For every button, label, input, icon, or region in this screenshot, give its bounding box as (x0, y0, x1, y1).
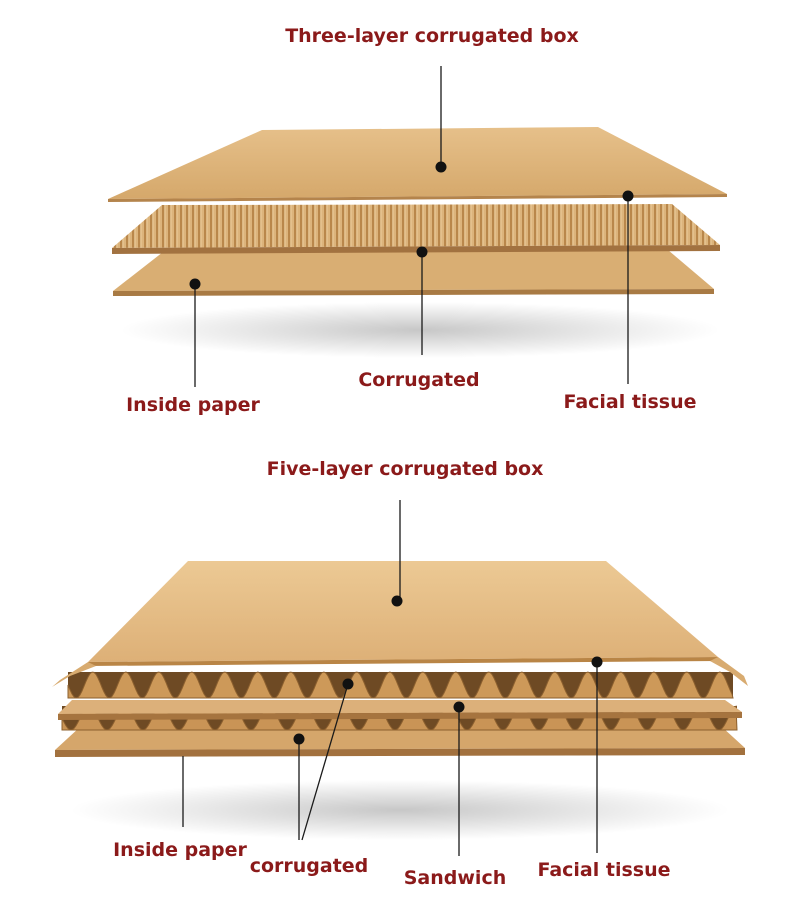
three-layer-facial-tissue-sheet (108, 127, 727, 202)
five-layer-facial-dot (591, 656, 603, 668)
three-layer-box-dot (435, 161, 447, 173)
three-layer-inside-dot (189, 278, 201, 290)
three-layer-corrugated-sheet (112, 204, 720, 254)
five-layer-title: Five-layer corrugated box (267, 458, 544, 480)
five-layer-facial-tissue-sheet (52, 561, 748, 687)
three-layer-facial-tissue-label: Facial tissue (563, 391, 696, 413)
three-layer-corrugated-dot (416, 246, 428, 258)
five-layer-shadow (70, 780, 730, 840)
five-layer-figure (52, 561, 748, 840)
five-layer-lower-corrugated-dot (293, 733, 305, 745)
three-layer-corrugated-label: Corrugated (358, 369, 479, 391)
five-layer-inside-paper-label: Inside paper (113, 839, 247, 861)
five-layer-upper-flute (67, 671, 734, 699)
five-layer-facial-tissue-label: Facial tissue (537, 859, 670, 881)
five-layer-sandwich-label: Sandwich (404, 867, 507, 889)
five-layer-corrugated-label: corrugated (250, 855, 369, 877)
three-layer-shadow (120, 302, 720, 358)
five-layer-leaders (182, 500, 603, 856)
five-layer-box-dot (391, 595, 403, 607)
five-layer-inside-paper-sheet (55, 727, 745, 757)
three-layer-inside-paper-sheet (113, 250, 714, 296)
three-layer-leaders (189, 66, 634, 387)
three-layer-inside-paper-label: Inside paper (126, 394, 260, 416)
five-layer-sandwich-dot (453, 701, 465, 713)
three-layer-figure (108, 127, 727, 358)
three-layer-facial-dot (622, 190, 634, 202)
five-layer-upper-corrugated-dot (342, 678, 354, 690)
five-layer-sandwich-sheet (58, 700, 742, 720)
three-layer-title: Three-layer corrugated box (285, 25, 579, 47)
